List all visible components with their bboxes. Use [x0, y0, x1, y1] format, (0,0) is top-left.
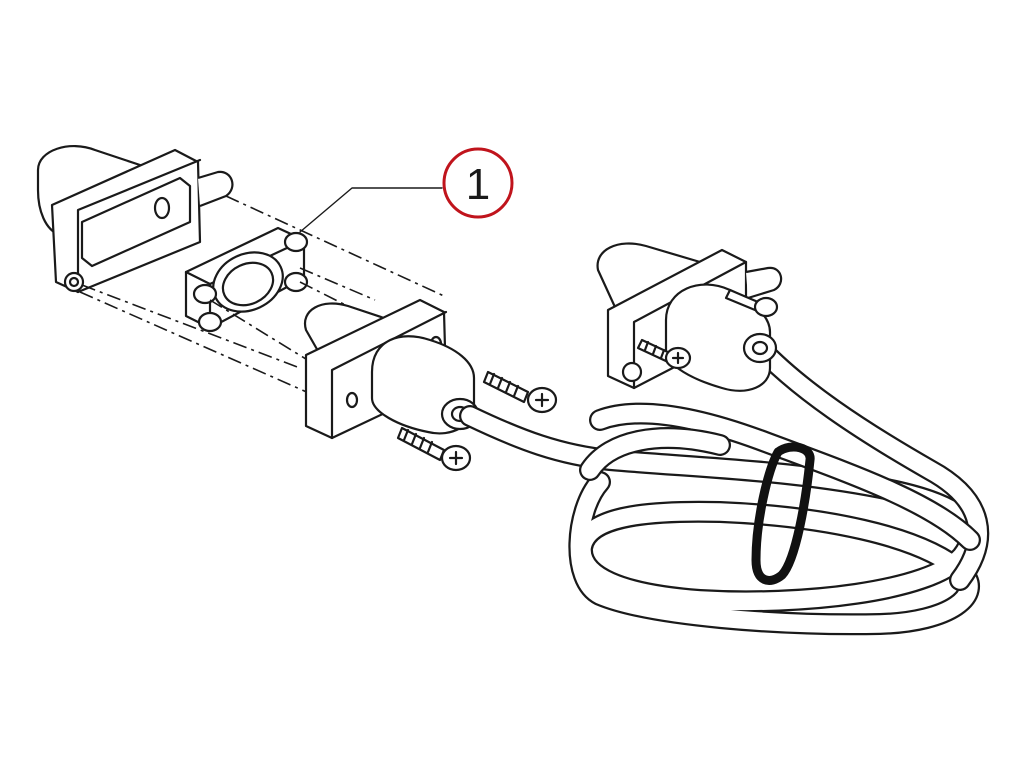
cable-connector-plug — [303, 298, 480, 440]
callout-1: 1 — [442, 147, 514, 219]
callout-circle — [442, 147, 514, 219]
screw-right-upper — [724, 288, 779, 318]
screw-upper — [482, 370, 558, 414]
cable-tie-band — [751, 442, 815, 585]
callout-label: 1 — [466, 160, 490, 209]
left-connector-housing — [36, 145, 234, 294]
screw-lower — [396, 426, 472, 472]
coiled-cable — [459, 337, 990, 636]
right-connector-assembly — [596, 242, 783, 392]
callout-leader-line — [299, 187, 443, 233]
gasket-plate-part-1 — [184, 226, 309, 333]
screw-right-lower — [636, 338, 692, 370]
